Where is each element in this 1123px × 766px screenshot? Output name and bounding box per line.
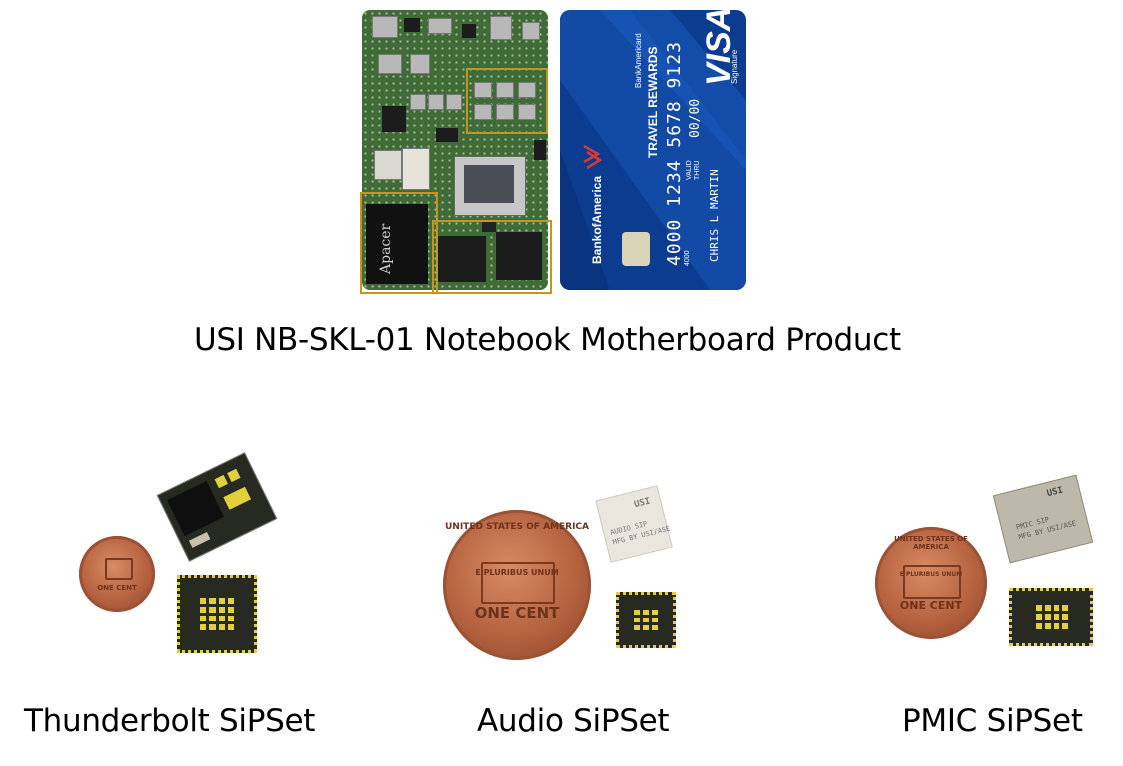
thunderbolt-caption: Thunderbolt SiPSet: [24, 703, 316, 739]
pmic-package-top: USI PMIC SIP MFG BY USI/ASE: [992, 474, 1094, 564]
coin-denomination: ONE CENT: [474, 604, 560, 622]
pmic-package-bottom: [1009, 588, 1093, 646]
emv-chip: [622, 232, 650, 266]
audio-package-top: USI AUDIO SIP MFG BY USI/ASE: [595, 485, 673, 563]
audio-package-bottom: [616, 592, 676, 648]
penny-coin: UNITED STATES OF AMERICA E PLURIBUS UNUM…: [875, 527, 987, 639]
card-program-label: TRAVEL REWARDS: [646, 46, 660, 158]
pmic-caption: PMIC SiPSet: [902, 703, 1083, 739]
thunderbolt-package-bottom: [177, 575, 257, 653]
visa-signature-label: Signature: [730, 49, 739, 84]
usi-logo: USI: [633, 496, 652, 511]
thunderbolt-module: [156, 452, 278, 562]
memory-brand-label: Apacer: [378, 223, 394, 274]
cpu-package: [454, 156, 526, 216]
usi-logo: USI: [1045, 485, 1065, 500]
card-expiry: 00/00: [688, 98, 703, 138]
coin-top-inscription: UNITED STATES OF AMERICA: [894, 535, 968, 551]
coin-shield-text: E PLURIBUS UNUM: [899, 571, 963, 578]
main-caption: USI NB-SKL-01 Notebook Motherboard Produ…: [194, 322, 901, 358]
coin-denomination: ONE CENT: [899, 599, 963, 612]
card-number: 4000 1234 5678 9123: [664, 41, 685, 266]
audio-caption: Audio SiPSet: [477, 703, 670, 739]
card-number-prefix: 4000: [684, 250, 691, 266]
card-product-label: BankAmericard: [634, 33, 643, 88]
coin-denomination: ONE CENT: [97, 584, 137, 592]
motherboard-photo: Apacer: [360, 10, 552, 294]
card-valid-thru-label: VALID THRU: [686, 160, 701, 180]
coin-shield-text: E PLURIBUS UNUM: [475, 568, 559, 577]
credit-card-photo: BankofAmerica BankAmericard TRAVEL REWAR…: [560, 10, 746, 290]
penny-coin: UNITED STATES OF AMERICA E PLURIBUS UNUM…: [443, 510, 591, 660]
penny-coin: ONE CENT: [79, 536, 155, 612]
card-issuer-logo: BankofAmerica: [590, 175, 604, 264]
coin-top-inscription: UNITED STATES OF AMERICA: [444, 522, 590, 532]
card-holder-name: CHRIS L MARTIN: [708, 169, 721, 262]
